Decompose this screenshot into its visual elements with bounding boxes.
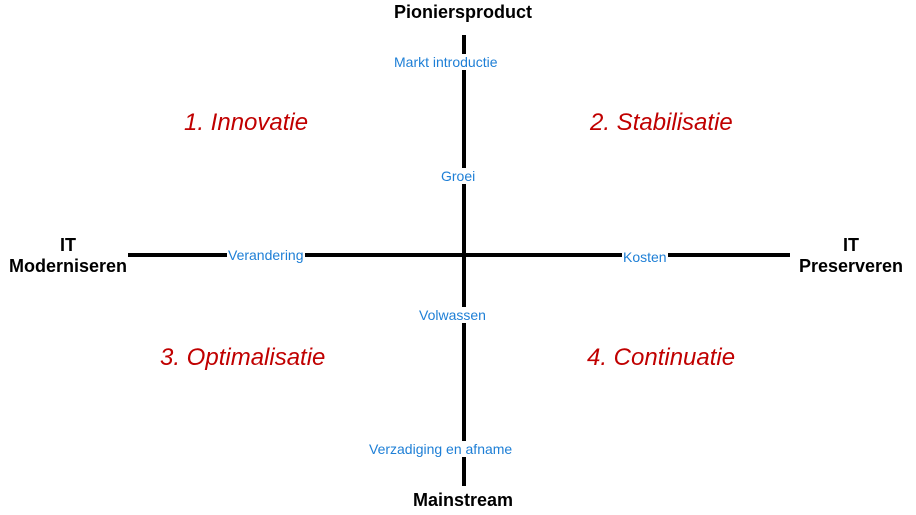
quadrant-stabilisatie: 2. Stabilisatie bbox=[590, 109, 733, 136]
pole-right-line2: Preserveren bbox=[798, 256, 904, 276]
stage-verzadiging-en-afname: Verzadiging en afname bbox=[368, 441, 514, 457]
pole-top-label: Pioniersproduct bbox=[393, 2, 532, 22]
pole-right-line1: IT bbox=[843, 235, 859, 255]
stage-markt-introductie: Markt introductie bbox=[393, 54, 499, 70]
pole-left-line1: IT bbox=[60, 235, 76, 255]
vertical-axis bbox=[462, 35, 466, 486]
pole-left-label: IT Moderniseren bbox=[0, 235, 136, 277]
stage-kosten: Kosten bbox=[622, 249, 668, 265]
pole-bottom-label: Mainstream bbox=[412, 490, 514, 510]
pole-left-line2: Moderniseren bbox=[8, 256, 128, 276]
quadrant-continuatie: 4. Continuatie bbox=[587, 344, 736, 371]
pole-right-label: IT Preserveren bbox=[786, 235, 916, 277]
stage-verandering: Verandering bbox=[227, 247, 305, 263]
stage-volwassen: Volwassen bbox=[418, 307, 487, 323]
quadrant-innovatie: 1. Innovatie bbox=[184, 109, 309, 136]
stage-groei: Groei bbox=[440, 168, 477, 184]
horizontal-axis bbox=[128, 253, 790, 257]
quadrant-optimalisatie: 3. Optimalisatie bbox=[160, 344, 326, 371]
